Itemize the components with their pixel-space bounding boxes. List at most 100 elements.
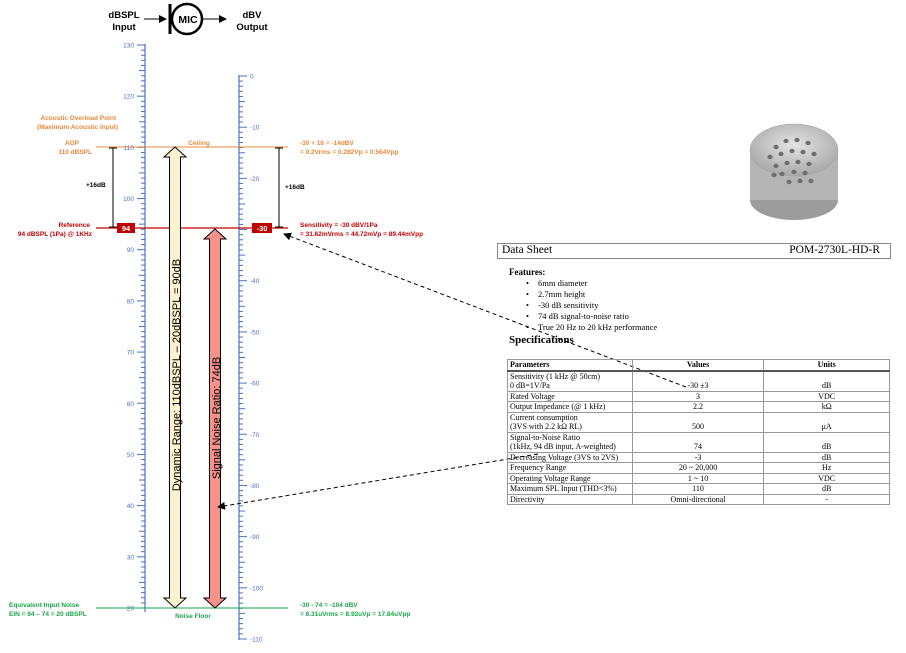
datasheet-title: Data Sheet xyxy=(502,244,553,256)
gain-label-left: +16dB xyxy=(86,182,106,189)
parameter-condition: (3VS with 2.2 kΩ RL) xyxy=(510,422,582,431)
scale-tick-label: 0 xyxy=(250,74,254,81)
mic-port-hole xyxy=(795,159,801,165)
scale-tick-label: -10 xyxy=(250,125,260,132)
mic-port-hole xyxy=(783,138,789,144)
scale-tick-label: 50 xyxy=(127,452,135,459)
table-row: Sensitivity (1 kHz @ 50cm)0 dB=1V/Pa-30 … xyxy=(507,370,890,392)
parameter-name: Operating Voltage Range xyxy=(510,473,591,483)
specifications-table: Parameters Values Units Sensitivity (1 k… xyxy=(507,359,890,505)
aop-label-line2: 110 dBSPL xyxy=(58,149,92,156)
mic-port-hole xyxy=(784,160,790,166)
sensitivity-marker-value: -30 xyxy=(257,224,268,233)
unit-cell: dB xyxy=(763,370,890,392)
reference-line: 94 -30 xyxy=(96,223,288,233)
sensitivity-label-line1: Sensitivity = -30 dBV/1Pa xyxy=(300,222,378,229)
unit-cell: μA xyxy=(763,411,890,433)
input-label-line1: dBSPL xyxy=(108,10,139,21)
unit-cell: VDC xyxy=(763,472,890,484)
parameter-cell: Frequency Range xyxy=(507,462,633,474)
feature-item: True 20 Hz to 20 kHz performance xyxy=(526,322,657,333)
microphone-product-image xyxy=(749,123,839,220)
sensitivity-marker xyxy=(252,223,272,233)
noise-calc-line2: = 6.31uVrms = 8.92uVp = 17.84uVpp xyxy=(300,611,410,618)
scale-tick-label: 60 xyxy=(127,401,135,408)
aop-title-line2: (Maximum Acoustic Input) xyxy=(37,124,118,131)
output-label-line1: dBV xyxy=(243,10,263,21)
unit-cell: kΩ xyxy=(763,401,890,413)
ein-label-line2: EIN = 94 – 74 = 20 dBSPL xyxy=(9,611,87,618)
ceiling-calc-line2: = 0.2Vrms = 0.282Vp = 0.564Vpp xyxy=(300,149,398,156)
feature-item: 2.7mm height xyxy=(526,289,657,300)
parameter-name: Output Impedance (@ 1 kHz) xyxy=(510,402,606,411)
feature-item: 6mm diameter xyxy=(526,278,657,289)
value-cell: 2.2 xyxy=(631,401,765,413)
parameter-name: Frequency Range xyxy=(510,463,567,472)
feature-item: 74 dB signal-to-noise ratio xyxy=(526,311,657,322)
signal-chain-header: dBSPL Input MIC dBV Output xyxy=(108,2,268,36)
feature-item: -30 dB sensitivity xyxy=(526,300,657,311)
features-list: 6mm diameter2.7mm height-30 dB sensitivi… xyxy=(526,278,657,333)
dbv-scale: 0-10-20-30-40-50-60-70-80-90-100-110 xyxy=(238,74,263,643)
column-header-units: Units xyxy=(763,359,890,371)
mic-port-hole xyxy=(778,151,784,157)
mic-port-hole xyxy=(779,171,785,177)
parameter-name: Decreasing Voltage (3VS to 2VS) xyxy=(510,452,619,462)
mic-port-hole xyxy=(767,154,773,160)
mic-port-hole xyxy=(800,149,806,155)
parameter-cell: Output Impedance (@ 1 kHz) xyxy=(507,401,633,413)
mic-symbol xyxy=(170,2,204,36)
reference-annotations: Reference 94 dBSPL (1Pa) @ 1KHz Sensitiv… xyxy=(18,222,423,238)
aop-label-line1: AOP xyxy=(65,140,80,147)
mic-port-hole xyxy=(786,179,792,185)
scale-tick-label: -20 xyxy=(250,176,260,183)
output-label-line2: Output xyxy=(236,22,268,33)
scale-tick-label: 40 xyxy=(127,503,135,510)
table-header-row: Parameters Values Units xyxy=(507,359,890,371)
parameter-name: Sensitivity (1 kHz @ 50cm) xyxy=(510,371,601,381)
parameter-cell: Current consumption(3VS with 2.2 kΩ RL) xyxy=(507,411,633,433)
reference-marker-value: 94 xyxy=(122,224,131,233)
value-cell: Omni-directional xyxy=(631,493,765,505)
parameter-name: Current consumption xyxy=(510,412,578,422)
snr-label: Signal Noise Ratio: 74dB xyxy=(211,357,223,479)
mic-port-hole xyxy=(802,170,808,176)
noise-annotations: Equivalent Input Noise EIN = 94 – 74 = 2… xyxy=(9,602,410,618)
unit-cell: Hz xyxy=(763,462,890,474)
parameter-cell: Operating Voltage Range xyxy=(507,472,633,484)
reference-label-line2: 94 dBSPL (1Pa) @ 1KHz xyxy=(18,231,93,238)
mic-port-hole xyxy=(808,178,814,184)
mic-port-hole xyxy=(773,144,779,150)
snr-arrow: Signal Noise Ratio: 74dB xyxy=(202,228,228,609)
value-cell: 500 xyxy=(631,411,765,433)
ceiling-line: Ceiling xyxy=(96,140,288,148)
mic-port-hole xyxy=(789,148,795,154)
scale-tick-label: -80 xyxy=(250,483,260,490)
scale-tick-label: 100 xyxy=(123,196,134,203)
ceiling-label: Ceiling xyxy=(188,140,210,147)
parameter-name: Signal-to-Noise Ratio xyxy=(510,432,580,442)
scale-tick-label: -50 xyxy=(250,329,260,336)
scale-tick-label: -100 xyxy=(250,585,263,592)
table-row: Signal-to-Noise Ratio(1kHz, 94 dB input,… xyxy=(507,431,890,453)
scale-tick-label: -90 xyxy=(250,534,260,541)
mic-label: MIC xyxy=(178,14,198,26)
gain-bracket-right: +16dB xyxy=(275,147,305,228)
mic-port-hole xyxy=(794,137,800,143)
mic-port-hole xyxy=(806,161,812,167)
noise-floor-line: Noise Floor xyxy=(96,607,288,620)
parameter-name: Directivity xyxy=(510,494,545,504)
scale-tick-label: -60 xyxy=(250,381,260,388)
value-cell: 20 ~ 20,000 xyxy=(631,462,765,474)
unit-cell: dB xyxy=(763,451,890,463)
scale-tick-label: 20 xyxy=(127,605,135,612)
scale-tick-label: -70 xyxy=(250,432,260,439)
mic-port-hole xyxy=(797,178,803,184)
mic-port-hole xyxy=(773,163,779,169)
sensitivity-label-line2: = 31.62mVrms = 44.72mVp = 89.44mVpp xyxy=(300,231,423,238)
aop-title-line1: Acoustic Overload Point xyxy=(41,115,117,122)
